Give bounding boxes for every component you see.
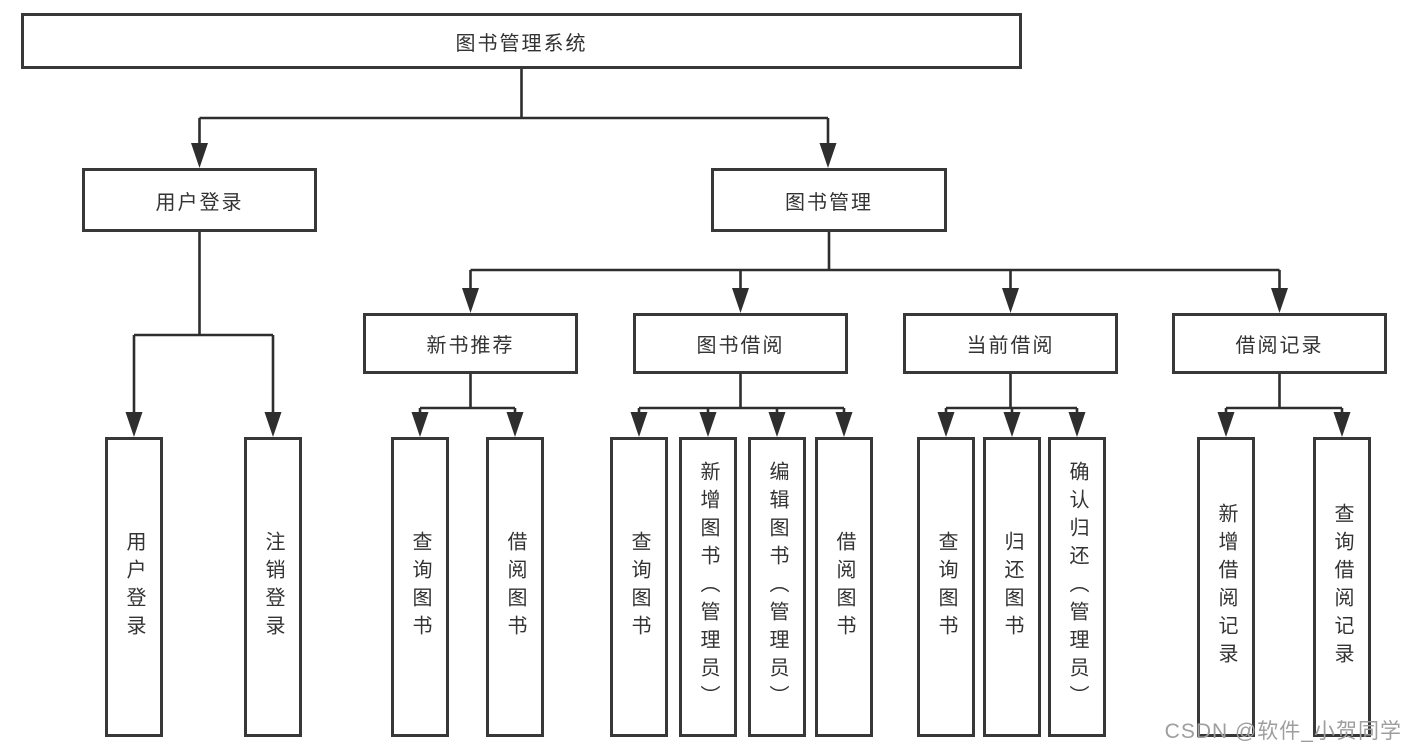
- node-leaf-return-books: 归还图书: [983, 437, 1041, 737]
- node-current-borrowing: 当前借阅: [903, 313, 1118, 374]
- node-leaf-query-borrow-record: 查询借阅记录: [1313, 437, 1371, 737]
- node-user-login-branch: 用户登录: [82, 168, 317, 232]
- node-new-book-recommendation: 新书推荐: [363, 313, 578, 374]
- node-leaf-query-books-3: 查询图书: [917, 437, 975, 737]
- node-leaf-confirm-return-admin: 确认归还（管理员）: [1048, 437, 1106, 737]
- csdn-watermark: CSDN @软件_小贺同学: [1164, 720, 1402, 743]
- node-borrowing-records: 借阅记录: [1172, 313, 1387, 374]
- node-leaf-add-books-admin: 新增图书（管理员）: [679, 437, 737, 737]
- node-leaf-add-borrow-record: 新增借阅记录: [1197, 437, 1255, 737]
- node-root-library-management-system: 图书管理系统: [21, 13, 1022, 69]
- node-leaf-edit-books-admin: 编辑图书（管理员）: [748, 437, 806, 737]
- node-leaf-query-books-2: 查询图书: [610, 437, 668, 737]
- node-leaf-borrow-books-2: 借阅图书: [815, 437, 873, 737]
- node-leaf-user-login: 用户登录: [105, 437, 163, 737]
- node-leaf-logout: 注销登录: [244, 437, 302, 737]
- node-book-borrowing: 图书借阅: [633, 313, 848, 374]
- node-leaf-borrow-books-1: 借阅图书: [486, 437, 544, 737]
- node-leaf-query-books-1: 查询图书: [391, 437, 449, 737]
- node-book-management-branch: 图书管理: [711, 168, 947, 232]
